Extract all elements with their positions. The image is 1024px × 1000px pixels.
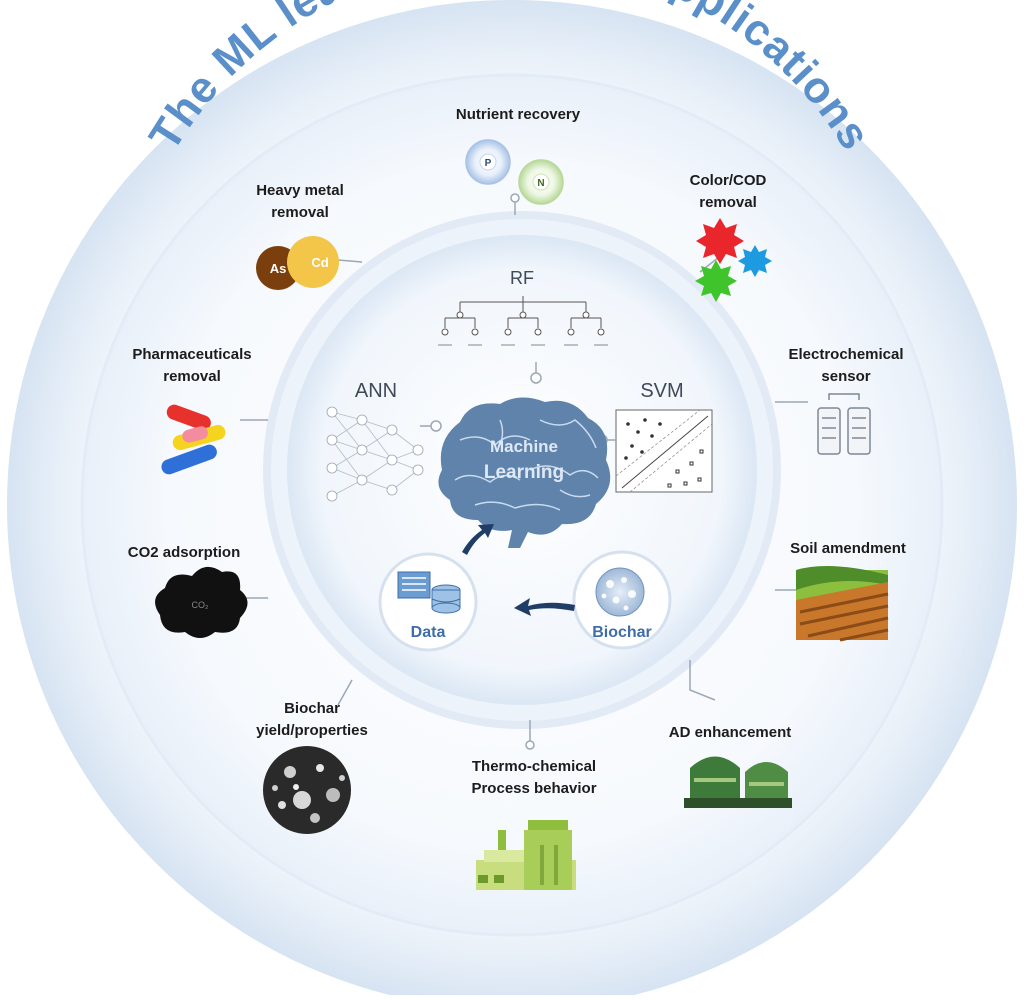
label-color-cod-line1: Color/COD (689, 172, 767, 189)
cadmium-icon (287, 236, 339, 288)
node-thermo (525, 740, 535, 750)
color-splash-icon (695, 218, 772, 302)
label-co2-adsorption: CO2 adsorption (127, 544, 241, 561)
label-biochar-yield-line2: yield/properties (256, 722, 368, 739)
soil-field-icon (796, 566, 889, 642)
pills-icon (161, 404, 226, 475)
biochar-particle-icon (263, 746, 351, 834)
nutrient-n-label: N (537, 178, 544, 189)
arrow-up-icon (462, 524, 494, 555)
label-thermochemical-line2: Process behavior (471, 780, 597, 797)
label-color-cod-line2: removal (699, 194, 757, 211)
co2-cloud-label: CO₂ (192, 600, 210, 610)
label-electrochemical: Electrochemical sensor (788, 344, 903, 388)
label-pharmaceuticals: Pharmaceuticals removal (132, 344, 251, 388)
label-heavy-metal-line1: Heavy metal (256, 182, 344, 199)
biochar-sphere-icon (595, 567, 645, 617)
svm-scatter-diagram (615, 409, 713, 493)
label-svm: SVM (640, 380, 684, 402)
label-heavy-metal-line2: removal (271, 204, 329, 221)
label-pharmaceuticals-line2: removal (163, 368, 221, 385)
label-soil-amendment: Soil amendment (790, 540, 906, 557)
label-biochar: Biochar (592, 624, 652, 641)
node-nutrient (510, 193, 520, 203)
label-nutrient-recovery: Nutrient recovery (455, 106, 581, 123)
arrow-left-icon (514, 598, 575, 616)
label-ann: ANN (354, 380, 398, 402)
brain-text-machine: Machine (490, 437, 558, 456)
label-ad-enhancement: AD enhancement (668, 724, 792, 741)
label-data: Data (410, 624, 446, 641)
database-icon (397, 571, 461, 614)
ann-network-diagram (326, 406, 424, 502)
connector-ad (689, 660, 716, 701)
node-ann (430, 420, 442, 432)
brain-text-learning: Learning (484, 462, 564, 483)
label-electrochemical-line2: sensor (821, 368, 871, 385)
nutrient-icon (465, 139, 564, 205)
arsenic-label: As (270, 261, 287, 276)
rf-tree-diagram (438, 296, 608, 346)
label-thermochemical-line1: Thermo-chemical (471, 758, 597, 775)
label-biochar-yield: Biochar yield/properties (256, 698, 368, 742)
cycle-arrows (462, 524, 575, 616)
sensor-icon (817, 393, 871, 455)
label-biochar-yield-line1: Biochar (284, 700, 340, 717)
nutrient-p-label: P (485, 158, 492, 169)
plant-factory-icon (476, 820, 576, 890)
brain-icon (438, 397, 611, 548)
label-heavy-metal: Heavy metal removal (256, 180, 344, 224)
digester-icon (684, 756, 792, 808)
label-thermochemical: Thermo-chemical Process behavior (471, 756, 596, 800)
cadmium-label: Cd (311, 255, 328, 270)
node-rf (530, 372, 542, 384)
label-electrochemical-line1: Electrochemical (788, 346, 904, 363)
connector-yield (337, 679, 353, 706)
co2-cloud-icon (155, 566, 248, 638)
label-color-cod: Color/COD removal (690, 170, 767, 214)
label-rf: RF (510, 268, 534, 288)
label-pharmaceuticals-line1: Pharmaceuticals (132, 346, 252, 363)
connector-heavy (337, 259, 363, 263)
